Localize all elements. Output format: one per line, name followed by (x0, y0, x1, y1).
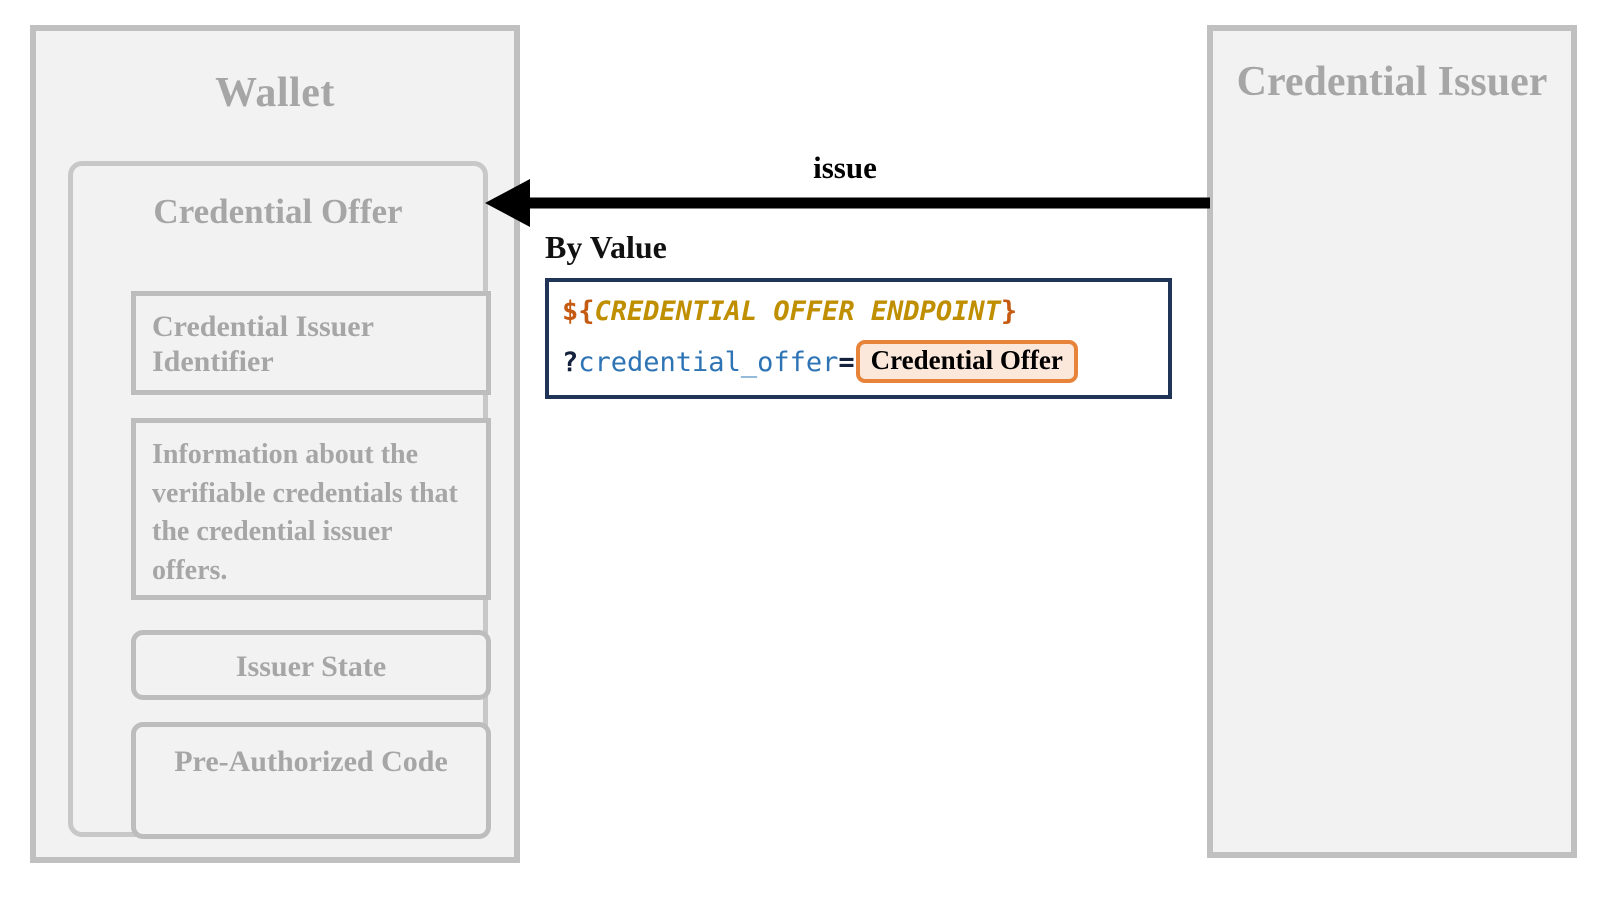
credential-offer-container: Credential Offer Credential Issuer Ident… (68, 161, 491, 839)
wallet-title: Wallet (215, 70, 335, 116)
field-pre-authorized-code: Pre-Authorized Code (131, 722, 491, 839)
code-line-query: ?credential_offer=Credential Offer (562, 340, 1078, 385)
token-endpoint-variable: CREDENTIAL OFFER ENDPOINT (594, 296, 1001, 327)
by-value-heading: By Value (545, 229, 667, 265)
field-credential-issuer-identifier-label: Credential Issuer Identifier (152, 310, 374, 378)
credential-offer-uri-code-block: ${CREDENTIAL OFFER ENDPOINT} ?credential… (545, 278, 1172, 399)
credential-issuer-title: Credential Issuer (1236, 59, 1548, 105)
token-question-mark: ? (562, 347, 579, 378)
credential-offer-value-chip: Credential Offer (855, 340, 1078, 383)
wallet-container: Wallet Credential Offer Credential Issue… (30, 25, 520, 863)
code-line-endpoint: ${CREDENTIAL OFFER ENDPOINT} (562, 296, 1017, 327)
credential-issuer-container: Credential Issuer (1207, 25, 1577, 858)
token-equals: = (838, 347, 855, 378)
issue-arrow (485, 179, 1210, 227)
field-issuer-state-label: Issuer State (235, 650, 387, 683)
field-credential-information-label: Information about the verifiable credent… (152, 439, 458, 586)
arrow-label-issue: issue (813, 150, 877, 185)
field-issuer-state: Issuer State (131, 630, 491, 700)
field-pre-authorized-code-label: Pre-Authorized Code (174, 745, 448, 778)
token-credential-offer-param: credential_offer (578, 347, 839, 378)
credential-offer-title: Credential Offer (153, 192, 403, 231)
arrow-head-left (485, 179, 530, 227)
field-credential-information: Information about the verifiable credent… (131, 418, 491, 600)
token-brace-close: } (1000, 296, 1018, 327)
field-credential-issuer-identifier: Credential Issuer Identifier (131, 291, 491, 395)
token-dollar-brace-open: ${ (562, 296, 595, 327)
